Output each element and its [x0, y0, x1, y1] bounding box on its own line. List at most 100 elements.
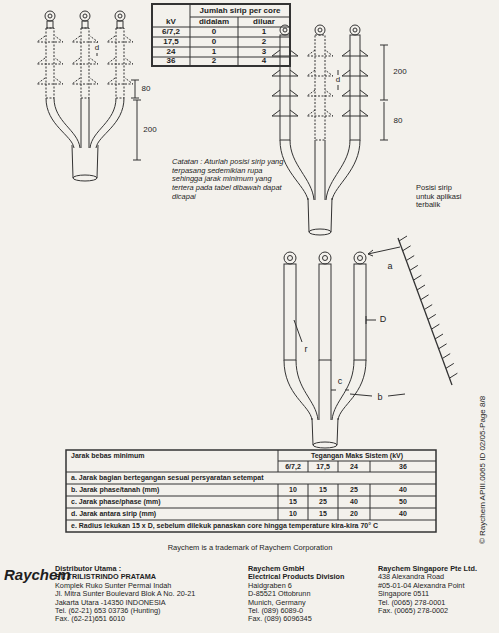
shed [342, 70, 368, 76]
address-line: Haidgraben 6 [248, 582, 292, 590]
table-row-label: b. Jarak phase/tanah (mm) [71, 486, 159, 494]
dimension-label: r [304, 344, 309, 354]
table-cell: 6/7,2 [162, 27, 180, 36]
hatch-stroke [417, 285, 425, 290]
hatch-stroke [403, 246, 411, 251]
table-row-label: d. Jarak antara sirip (mm) [71, 510, 156, 518]
hatch-stroke [435, 334, 443, 339]
table-cell: 0 [212, 27, 216, 36]
shed [272, 70, 298, 76]
dimension-label: c [337, 376, 344, 386]
table-heading: Tegangan Maks Sistem (kV) [311, 451, 403, 459]
shed [72, 78, 98, 84]
dimension-label: 80 [142, 84, 151, 93]
table-cell: 20 [350, 510, 358, 518]
table-header: kV [166, 17, 176, 26]
address-line: Tel. (0065) 278-0001 [378, 598, 445, 606]
table-cell: 2 [212, 56, 216, 65]
address-line: Fax. (089) 6096345 [248, 615, 312, 623]
shed [342, 90, 368, 96]
table-heading: Jumlah sirip per core [200, 6, 281, 15]
address-line: D-85521 Ottobrunn [248, 590, 310, 598]
dimension-label: d [336, 75, 340, 84]
shed [37, 78, 63, 84]
shed [307, 90, 333, 96]
dimension-label: 80 [394, 116, 403, 125]
shed [272, 90, 298, 96]
table-cell: 50 [399, 498, 407, 506]
clearance-table-grid [66, 450, 436, 532]
table-cell: 15 [319, 486, 327, 494]
shed [307, 70, 333, 76]
table-cell: 40 [350, 498, 358, 506]
hatch-stroke [424, 305, 432, 310]
shed [342, 110, 368, 116]
note-text: Catatan : Aturlah posisi sirip yang terp… [172, 158, 294, 201]
table-cell: 24 [167, 47, 176, 56]
address-line: Distributor Utama : [55, 565, 121, 573]
wall-hatching [399, 236, 457, 378]
table-header: 24 [350, 462, 358, 470]
table-header: 36 [399, 462, 407, 470]
hatch-stroke [399, 236, 407, 241]
table-header: diluar [253, 17, 275, 26]
table-cell: 25 [350, 486, 358, 494]
table-cell: 17,5 [163, 37, 179, 46]
shed [272, 110, 298, 116]
table-header: didalam [199, 17, 229, 26]
table-cell: 15 [289, 498, 297, 506]
trademark-note: Raychem is a trademark of Raychem Corpor… [168, 544, 333, 553]
address-line: Raychem Singapore Pte Ltd. [378, 565, 477, 573]
table-cell: 25 [319, 498, 327, 506]
table-cell: 36 [167, 56, 176, 65]
table-cell: 0 [212, 37, 216, 46]
table-cell: 15 [319, 510, 327, 518]
hatch-stroke [446, 363, 454, 368]
table-header: 6/7,2 [285, 462, 301, 470]
address-line: Raychem GmbH [248, 565, 304, 573]
table-row-label: e. Radius lekukan 15 x D, sebelum dileku… [71, 522, 378, 530]
shed [307, 110, 333, 116]
address-line: Fax. (0065) 278-0002 [378, 607, 448, 615]
address-line: Jl. Mitra Sunter Boulevard Blok A No. 20… [55, 590, 195, 598]
table-cell: 1 [262, 27, 266, 36]
hatch-stroke [410, 265, 418, 270]
note-text: Posisi sirip untuk aplikasi terbalik [416, 184, 468, 210]
shed [72, 36, 98, 42]
dimension-label: 200 [393, 67, 406, 76]
shed [107, 36, 133, 42]
table-cell: 3 [262, 47, 266, 56]
dimension-label: b [376, 392, 383, 402]
address-line: 438 Alexandra Road [378, 573, 444, 581]
shed [307, 50, 333, 56]
dimension-label: 200 [143, 125, 156, 134]
dimension-label: d [95, 43, 99, 52]
hatch-stroke [421, 295, 429, 300]
shed [107, 58, 133, 64]
address-line: #05-01-04 Alexandra Point [378, 582, 464, 590]
address-line: Jakarta Utara -14350 INDONESIA [55, 598, 166, 606]
hatch-stroke [413, 275, 421, 280]
table-cell: 10 [289, 510, 297, 518]
table-cell: 1 [212, 47, 216, 56]
table-cell: 4 [262, 56, 266, 65]
hatch-stroke [428, 314, 436, 319]
address-line: Munich, Germany [248, 598, 306, 606]
address-line: Komplek Ruko Sunter Permai Indah [55, 582, 171, 590]
shed [272, 50, 298, 56]
table-header: 17,5 [316, 462, 330, 470]
hatch-stroke [439, 344, 447, 349]
address-line: Fax. (62-21)651 6010 [55, 615, 125, 623]
hatch-stroke [406, 256, 414, 261]
hatch-stroke [449, 373, 457, 378]
table-cell: 2 [262, 37, 266, 46]
shed [37, 58, 63, 64]
table-heading: Jarak bebas minimum [71, 451, 145, 459]
table-cell: 40 [399, 510, 407, 518]
shed [342, 50, 368, 56]
hatch-stroke [442, 354, 450, 359]
address-line: Electrical Products Division [248, 573, 345, 581]
dimension-label: D [379, 314, 388, 324]
document-code: © Raychem APIII.0065 ID 02/05-Page 8/8 [478, 396, 487, 544]
